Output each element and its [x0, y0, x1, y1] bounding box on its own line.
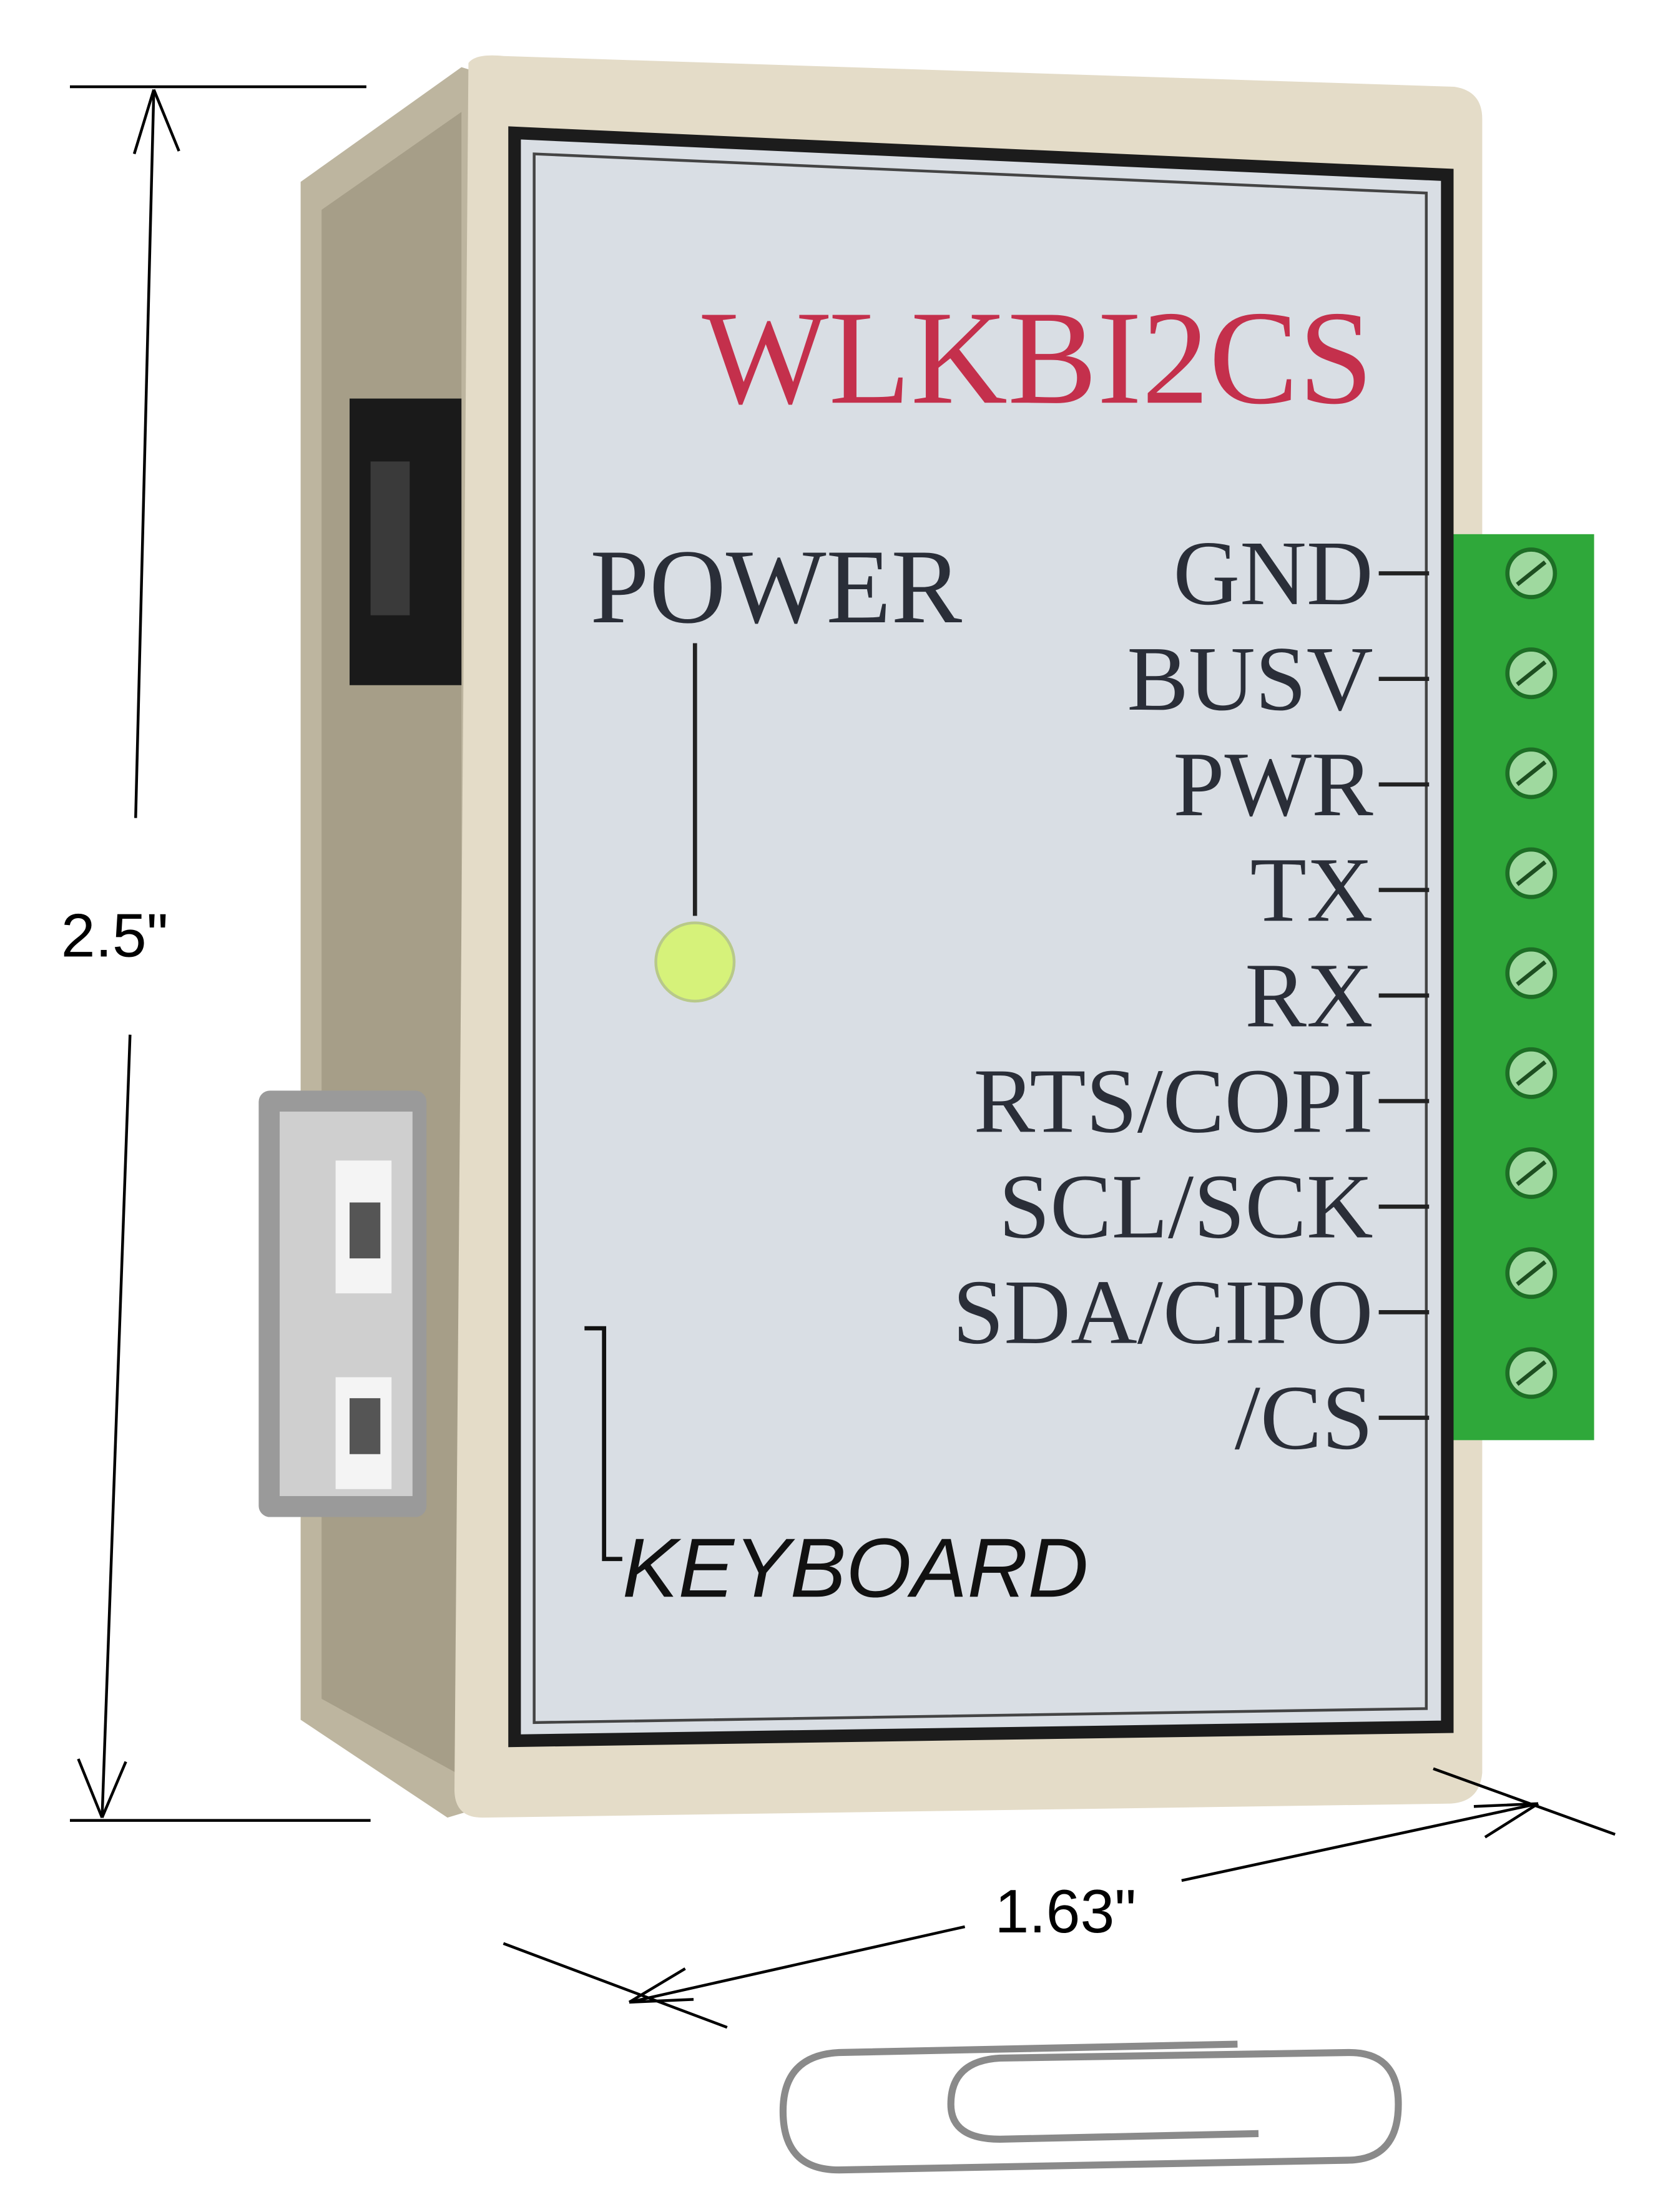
pin-label: RX [1245, 944, 1373, 1046]
power-label: POWER [590, 527, 962, 645]
width-dimension: 1.63" [503, 1767, 1616, 2029]
pin-label: RTS/COPI [974, 1049, 1373, 1152]
device-title: WLKBI2CS [702, 283, 1373, 432]
pin-label: BUSV [1127, 627, 1373, 730]
height-dimension: 2.5" [61, 85, 371, 1822]
usb-keyboard-port [258, 1090, 427, 1517]
paperclip [779, 2040, 1402, 2174]
dc-power-jack [350, 398, 462, 685]
power-led [654, 921, 736, 1003]
width-label: 1.63" [994, 1877, 1136, 1945]
pin-label: GND [1173, 522, 1373, 624]
height-label: 2.5" [61, 901, 169, 969]
pin-label: /CS [1235, 1366, 1373, 1469]
label-panel [508, 126, 1454, 1748]
pin-label: TX [1250, 838, 1373, 941]
pin-label: PWR [1173, 733, 1373, 835]
pin-label: SDA/CIPO [953, 1261, 1373, 1363]
terminal-block [1426, 534, 1594, 1441]
pin-label: SCL/SCK [999, 1155, 1373, 1258]
keyboard-bracket [584, 1326, 622, 1562]
keyboard-label: KEYBOARD [622, 1521, 1089, 1615]
